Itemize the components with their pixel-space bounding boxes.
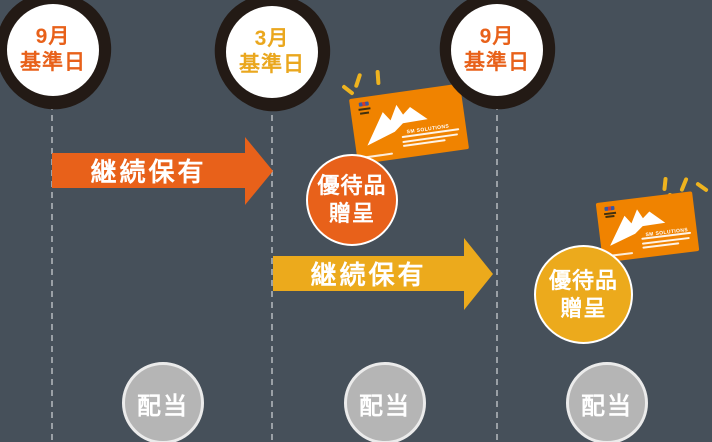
sparkle-icon <box>375 69 381 86</box>
sparkle-icon <box>353 72 363 89</box>
dividend-circle-1: 配当 <box>122 362 204 442</box>
dividend-label: 配当 <box>581 392 633 420</box>
record-date-line-2 <box>271 104 273 442</box>
gift-label-line2: 贈呈 <box>328 201 375 226</box>
benefit-gift-card-2: SM SOLUTIONS <box>595 191 700 263</box>
dividend-label: 配当 <box>359 392 411 420</box>
milestone-circle-september-2: 9月 基準日 <box>451 4 543 96</box>
milestone-month: 3月 <box>254 27 290 50</box>
gift-presentation-circle-2: 優待品 贈呈 <box>534 245 633 344</box>
holding-arrow-label: 継続保有 <box>90 157 207 187</box>
holding-arrow-label: 継続保有 <box>310 260 427 290</box>
milestone-month: 9月 <box>479 25 515 48</box>
milestone-month: 9月 <box>35 25 71 48</box>
gift-presentation-circle-1: 優待品 贈呈 <box>306 154 398 246</box>
holding-arrow-1: 継続保有 <box>52 153 245 188</box>
record-date-line-3 <box>496 104 498 442</box>
gift-label-line1: 優待品 <box>548 267 618 293</box>
arrow-head-icon <box>464 238 493 310</box>
benefit-gift-card-1: SM SOLUTIONS <box>348 83 470 165</box>
milestone-label: 基準日 <box>20 51 86 74</box>
gift-label-line1: 優待品 <box>317 173 387 198</box>
milestone-label: 基準日 <box>464 51 530 74</box>
sparkle-icon <box>341 84 355 96</box>
holding-arrow-2: 継続保有 <box>273 256 464 291</box>
milestone-circle-march: 3月 基準日 <box>226 6 318 98</box>
milestone-label: 基準日 <box>239 53 305 76</box>
sparkle-icon <box>662 176 668 192</box>
arrow-head-icon <box>245 137 273 205</box>
card-mountain-logo-icon <box>609 208 665 246</box>
milestone-circle-september-1: 9月 基準日 <box>7 4 99 96</box>
sparkle-icon <box>695 181 709 193</box>
record-date-line-1 <box>51 104 53 442</box>
dividend-circle-2: 配当 <box>344 362 426 442</box>
card-mountain-logo-icon <box>367 104 428 146</box>
sparkle-icon <box>679 176 689 193</box>
gift-label-line2: 贈呈 <box>560 295 607 321</box>
dividend-circle-3: 配当 <box>566 362 648 442</box>
dividend-label: 配当 <box>137 392 189 420</box>
